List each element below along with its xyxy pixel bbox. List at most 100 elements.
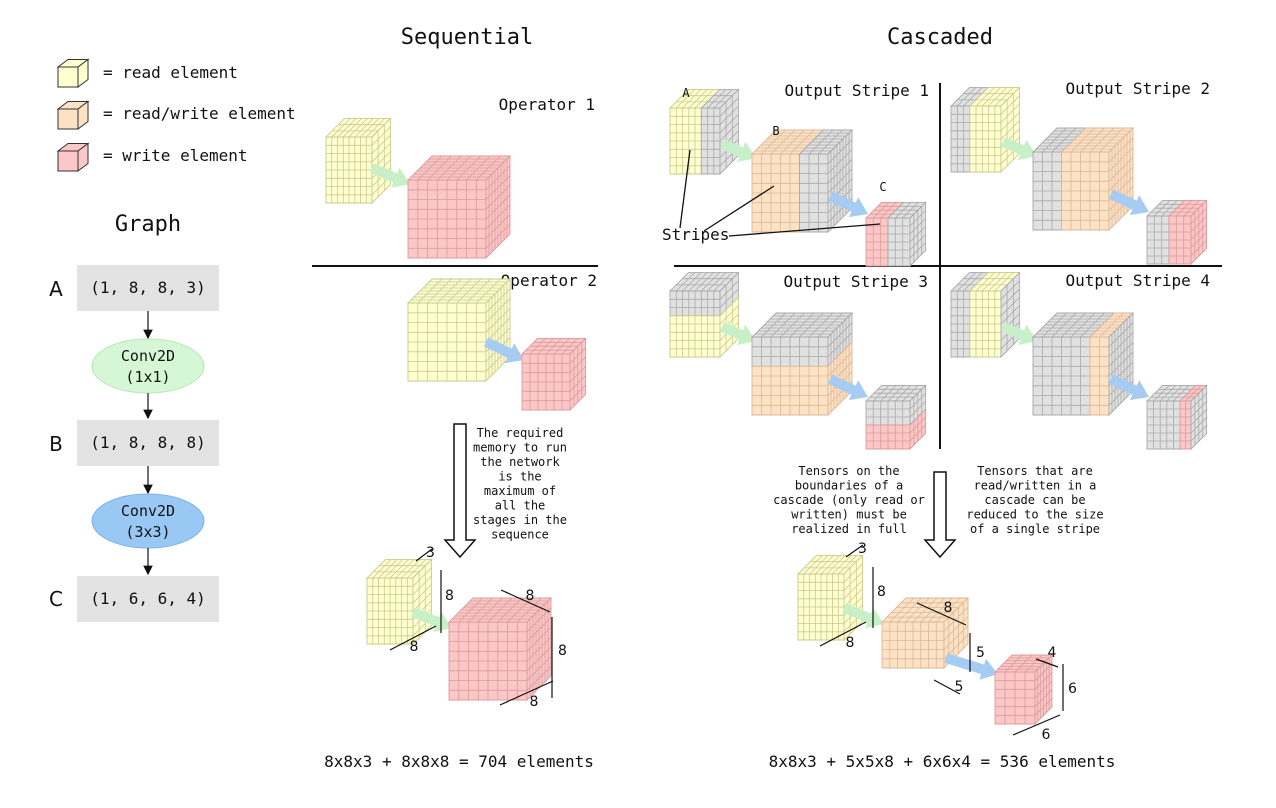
dim-a-c: 3 (426, 545, 435, 561)
sum-arrow-ab (411, 607, 452, 633)
sequential-note-line: The required (477, 426, 564, 440)
node-b-label: B (49, 432, 63, 456)
dim-a-w: 8 (410, 639, 419, 655)
write-element-legend-cube (56, 142, 90, 172)
operator2-label: Operator 2 (501, 271, 597, 290)
legend-write-label: = write element (103, 146, 248, 165)
cascaded-formula: 8x8x3 + 5x5x8 + 6x6x4 = 536 elements (769, 752, 1116, 771)
dim-c-d-line (1035, 658, 1059, 668)
legend-read-write-label: = read/write element (103, 104, 296, 123)
tensor-a-read (324, 117, 392, 205)
dim-a-w-line (389, 625, 437, 651)
dim-c-h: 6 (1068, 681, 1077, 697)
stripe-tensor-a (949, 271, 1021, 359)
tensor-b-tag: B (772, 124, 779, 138)
output-stripe-1-label: Output Stripe 1 (785, 81, 930, 100)
cascaded-panel: Cascaded Output Stripe 1 Output Stripe 2… (662, 25, 1222, 771)
dim-b-w-line (933, 679, 961, 695)
op2-name: Conv2D (121, 502, 175, 520)
node-c-shape: (1, 6, 6, 4) (90, 589, 206, 608)
dim-c-w: 6 (1042, 727, 1051, 743)
stripe-tensor-c (1145, 199, 1208, 266)
sum-tensor-a (365, 558, 433, 646)
internal-note-line: reduced to the size (966, 508, 1103, 522)
dim-c-w-line (1012, 714, 1061, 736)
node-c-box (77, 576, 219, 622)
tensor-b-write (406, 154, 512, 260)
tensor-b-read (406, 277, 512, 383)
sequential-note-line: maximum of (484, 484, 556, 498)
cascaded-title: Cascaded (887, 25, 993, 50)
sequential-note-line: stages in the (473, 513, 567, 527)
sequential-note-line: the network (480, 455, 560, 469)
graph-title: Graph (115, 212, 181, 237)
dim-a-c-line (415, 548, 433, 562)
op1-name: Conv2D (121, 347, 175, 365)
stripe-tensor-b (1031, 126, 1135, 232)
dim-b-d-line (500, 589, 551, 613)
dim-b-w: 8 (530, 694, 539, 710)
stripes-pointer-b (703, 185, 775, 232)
dim-b-h: 8 (558, 643, 567, 659)
dim-b-w-line (499, 680, 554, 706)
read-element-legend-cube (56, 58, 90, 88)
stripe-1-tensors (668, 88, 927, 268)
stripe-arrow-bc (827, 374, 868, 401)
stripe-tensor-b (1031, 311, 1135, 417)
stripe-tensor-b (750, 311, 854, 417)
node-b-shape: (1, 8, 8, 8) (90, 433, 206, 452)
output-stripe-3-label: Output Stripe 3 (784, 272, 929, 291)
dim-b-w: 5 (955, 679, 964, 695)
stripe-arrow-ab (720, 322, 756, 346)
stripes-pointer-a (679, 149, 691, 229)
dim-b-h: 5 (976, 645, 985, 661)
stripe-tensor-a (668, 271, 740, 359)
stripe-arrow-bc (1108, 189, 1149, 216)
stripes-label: Stripes (662, 225, 729, 244)
stripe-arrow-bc (1108, 374, 1149, 401)
stripe-3-tensors (668, 271, 927, 451)
operator1-label: Operator 1 (499, 95, 595, 114)
sequential-formula: 8x8x3 + 8x8x8 = 704 elements (324, 752, 594, 771)
dim-a-w-line (819, 621, 867, 647)
dim-a-h: 8 (877, 584, 886, 600)
legend: = read element = read/write element = wr… (56, 58, 296, 172)
stripe-arrow-ab (1001, 322, 1037, 346)
tensor-c-tag: C (879, 180, 886, 194)
sum-tensor-c (993, 653, 1054, 726)
internal-note-line: cascade can be (984, 493, 1085, 507)
sequential-note-line: is the (498, 470, 541, 484)
stripe-tensor-c (864, 201, 927, 268)
sum-tensor-a (796, 554, 864, 642)
tensor-c-write (520, 337, 587, 412)
boundary-note-line: Tensors on the (798, 464, 899, 478)
graph-panel: Graph A (1, 8, 8, 3) Conv2D (1x1) B (1, … (49, 212, 219, 622)
stripe-arrow-ab (720, 139, 756, 163)
internal-note-line: of a single stripe (970, 522, 1100, 536)
stripe-4-tensors (949, 271, 1208, 451)
sequential-title: Sequential (401, 25, 533, 50)
sequential-panel: Sequential Operator 1 Operator 2 The req… (312, 25, 598, 771)
dim-b-d: 8 (944, 600, 953, 616)
sum-tensor-b (880, 596, 970, 670)
node-b-box (77, 420, 219, 466)
stripe-tensor-c (864, 384, 927, 451)
boundary-note-line: cascade (only read or (773, 493, 925, 507)
stripe-tensor-c (1145, 384, 1208, 451)
op2-kernel: (3x3) (125, 523, 170, 541)
dim-c-d: 4 (1048, 645, 1057, 661)
dim-b-d: 8 (526, 588, 535, 604)
output-stripe-4-label: Output Stripe 4 (1066, 271, 1211, 290)
dim-a-c: 3 (858, 541, 867, 557)
op1-kernel: (1x1) (125, 368, 170, 386)
op2-arrow (483, 337, 524, 364)
sequential-note-line: memory to run (473, 441, 567, 455)
dim-a-h: 8 (445, 588, 454, 604)
output-stripe-2-label: Output Stripe 2 (1066, 79, 1211, 98)
sequential-note-line: all the (495, 499, 546, 513)
dim-a-w: 8 (846, 635, 855, 651)
sum-arrow-bc (944, 653, 998, 680)
